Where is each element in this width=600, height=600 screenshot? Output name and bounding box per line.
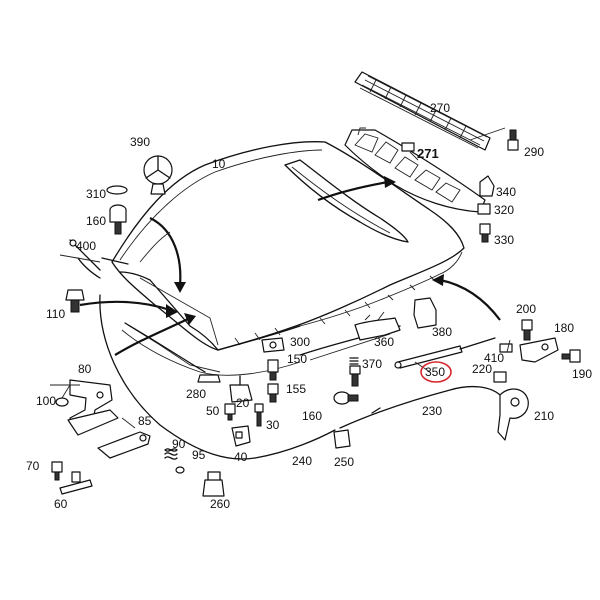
clip-part-340 [479,175,495,197]
highlight-circle-350 [420,361,452,383]
label-330: 330 [494,233,514,247]
label-155: 155 [286,382,306,396]
screw-part-330 [479,223,491,243]
label-410: 410 [484,351,504,365]
label-370: 370 [362,357,382,371]
label-10: 10 [212,157,226,171]
bumper-part-160-left [109,204,127,235]
hood-lock-part-20 [229,375,253,403]
nut-part-320 [477,203,491,215]
label-160-left: 160 [86,214,106,228]
bolt-part-190 [561,349,581,363]
lock-part-180 [519,337,559,363]
bolt-part-200 [521,319,533,341]
pointer-arrows [79,176,501,356]
gas-strut-part-350 [394,337,496,369]
label-271: 271 [417,146,439,161]
label-250: 250 [334,455,354,469]
cover-part-380 [413,297,437,329]
label-100: 100 [36,394,56,408]
grille-frame-part-271 [344,127,486,213]
star-emblem-part-390 [143,155,173,195]
label-240: 240 [292,454,312,468]
bumper-part-155 [267,383,279,403]
label-210: 210 [534,409,554,423]
label-30: 30 [266,418,280,432]
rod-part-60 [59,471,93,495]
spring-part-90 [164,448,178,460]
label-260: 260 [210,497,230,511]
ring-part-310 [106,185,128,195]
label-200: 200 [516,302,536,316]
spring-part-370 [349,357,361,387]
label-350: 350 [425,365,445,379]
label-270: 270 [430,101,450,115]
part-labels: 10 20 30 40 50 60 70 80 85 90 95 100 110… [26,101,592,511]
screw-part-290 [507,129,519,151]
label-70: 70 [26,459,40,473]
label-390: 390 [130,135,150,149]
lock-part-40 [231,425,251,447]
label-380: 380 [432,325,452,339]
cable-part-400 [69,239,129,279]
label-300: 300 [290,335,310,349]
label-160-center: 160 [302,409,322,423]
label-80: 80 [78,362,92,376]
clip-part-95 [175,466,185,474]
grille-part-270 [354,71,491,151]
label-220: 220 [472,362,492,376]
label-150: 150 [287,352,307,366]
label-50: 50 [206,404,220,418]
label-85: 85 [138,414,152,428]
label-95: 95 [192,448,206,462]
hinge-part-80 [67,379,119,436]
hook-part-300 [261,337,285,353]
label-400: 400 [76,239,96,253]
screw-part-30 [254,403,264,427]
release-cable-left [99,294,256,460]
clip-part-110 [65,289,85,313]
hood-panel [111,141,465,376]
rubber-part-150 [267,359,279,381]
label-320: 320 [494,203,514,217]
label-60: 60 [54,497,68,511]
hinge-arm-part-85 [97,431,151,459]
label-40: 40 [234,450,248,464]
handle-part-210 [497,388,529,441]
clip-part-250 [333,429,351,449]
label-230: 230 [422,404,442,418]
screw-part-160-center [333,391,359,405]
bushing-part-220 [493,371,507,383]
label-360: 360 [374,335,394,349]
latch-part-360 [354,311,401,341]
label-290: 290 [524,145,544,159]
label-340: 340 [496,185,516,199]
release-cable-230 [339,385,501,429]
label-190: 190 [572,367,592,381]
bolt-part-50 [224,403,236,421]
label-280: 280 [186,387,206,401]
label-110: 110 [46,307,65,321]
label-180: 180 [554,321,574,335]
label-20: 20 [236,396,250,410]
pin-part-410 [499,343,513,353]
bolt-part-70 [51,461,63,481]
bracket-part-260 [202,471,225,497]
release-cable-240 [254,429,336,459]
label-310: 310 [86,187,106,201]
label-90: 90 [172,437,186,451]
clip-part-280 [197,374,221,383]
washer-part-100 [50,384,71,407]
